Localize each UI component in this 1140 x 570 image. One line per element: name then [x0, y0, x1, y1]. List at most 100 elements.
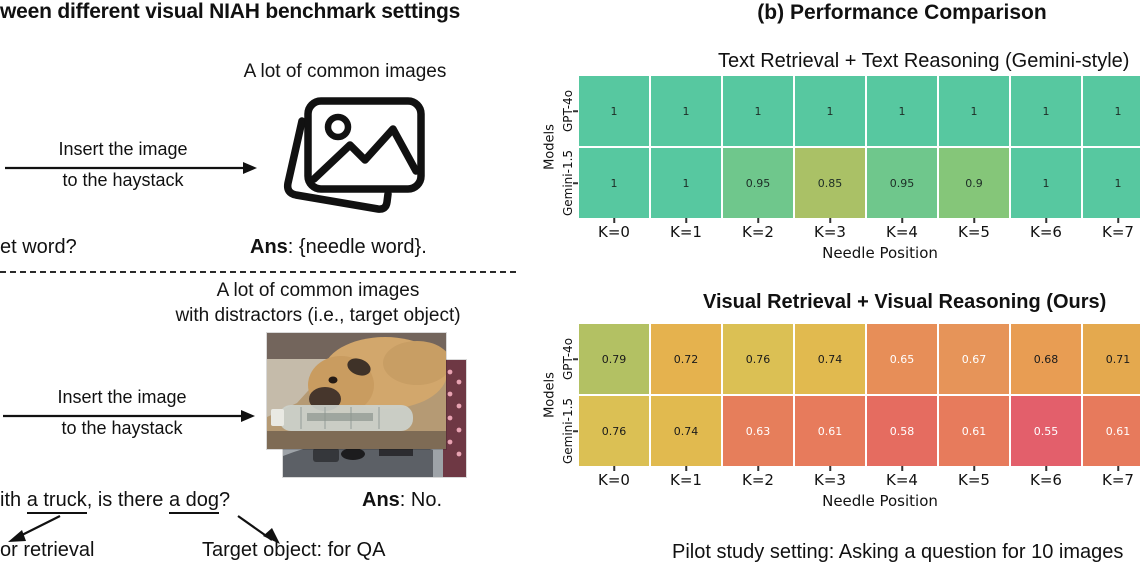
x-tick	[1045, 218, 1047, 223]
heatmap-cell: 1	[1011, 76, 1081, 146]
x-tick	[685, 218, 687, 223]
heatmap2-title: Visual Retrieval + Visual Reasoning (Our…	[703, 291, 1107, 313]
x-tick-label: K=1	[670, 471, 702, 489]
x-tick	[685, 466, 687, 471]
x-tick-label: K=0	[598, 223, 630, 241]
heatmap-cell: 1	[795, 76, 865, 146]
insert-arrow-label-1a: Insert the image	[58, 139, 188, 159]
question-2-part1: ith	[0, 489, 27, 511]
x-tick-label: K=5	[958, 471, 990, 489]
anchor-note: or retrieval	[0, 539, 95, 561]
x-tick-label: K=2	[742, 471, 774, 489]
heatmap-cell: 0.68	[1011, 324, 1081, 394]
heatmap2-tick-marks	[579, 466, 1140, 472]
x-tick-label: K=1	[670, 223, 702, 241]
x-tick	[901, 466, 903, 471]
x-tick	[973, 218, 975, 223]
x-tick	[613, 466, 615, 471]
heatmap-cell: 1	[1011, 148, 1081, 218]
x-tick	[901, 218, 903, 223]
x-tick	[829, 466, 831, 471]
question-fragment-1: et word?	[0, 236, 77, 258]
answer-2-text: : No.	[399, 489, 443, 511]
y-tick	[573, 110, 578, 112]
insert-arrow-icon-2	[3, 410, 255, 422]
heatmap-cell: 1	[1083, 148, 1140, 218]
heatmap2-y-axis-label: Models	[542, 372, 558, 418]
annotation-arrows-icon	[8, 515, 280, 544]
x-tick-label: K=5	[958, 223, 990, 241]
x-tick	[1117, 218, 1119, 223]
target-object-text: a dog	[168, 489, 220, 514]
heatmap-cell: 0.63	[723, 396, 793, 466]
pug-photo	[267, 333, 446, 449]
heatmap1-y-axis-label: Models	[542, 124, 558, 170]
answer-1-text: : {needle word}.	[287, 236, 427, 258]
heatmap-cell: 1	[939, 76, 1009, 146]
heatmap-cell: 1	[867, 76, 937, 146]
answer-1-prefix: Ans	[250, 236, 288, 258]
y-tick	[573, 358, 578, 360]
x-tick-label: K=2	[742, 223, 774, 241]
insert-arrow-icon-1	[5, 162, 257, 174]
heatmap-cell: 0.72	[651, 324, 721, 394]
heatmap-cell: 0.65	[867, 324, 937, 394]
x-tick	[613, 218, 615, 223]
heatmap-cell: 0.67	[939, 324, 1009, 394]
question-2-part3: ?	[219, 489, 231, 511]
left-panel-title: ween different visual NIAH benchmark set…	[0, 0, 461, 23]
x-tick-label: K=3	[814, 223, 846, 241]
x-tick-label: K=4	[886, 471, 918, 489]
heatmap1-tick-marks	[579, 218, 1140, 224]
anchor-object-text: a truck	[26, 489, 87, 514]
y-tick	[573, 430, 578, 432]
answer-2-prefix: Ans	[362, 489, 400, 511]
heatmap-cell: 0.61	[1083, 396, 1140, 466]
x-tick-label: K=7	[1102, 471, 1134, 489]
heatmap-cell: 0.76	[723, 324, 793, 394]
x-tick-label: K=7	[1102, 223, 1134, 241]
common-images-caption-1: A lot of common images	[243, 61, 447, 82]
answer-2: Ans: No.	[362, 489, 442, 512]
heatmap-cell: 0.61	[795, 396, 865, 466]
heatmap-cell: 0.95	[867, 148, 937, 218]
heatmap-cell: 1	[651, 148, 721, 218]
x-tick	[1045, 466, 1047, 471]
heatmap-cell: 1	[651, 76, 721, 146]
x-tick	[757, 466, 759, 471]
heatmap-cell: 0.55	[1011, 396, 1081, 466]
insert-arrow-label-2a: Insert the image	[57, 387, 187, 407]
question-2-part2: , is there	[86, 489, 169, 511]
x-tick	[757, 218, 759, 223]
heatmap-cell: 0.74	[795, 324, 865, 394]
heatmap1-x-axis-label: Needle Position	[822, 244, 938, 262]
heatmap1-x-ticks: K=0 K=1 K=2 K=3 K=4 K=5 K=6 K=7	[579, 223, 1140, 243]
heatmap-cell: 0.74	[651, 396, 721, 466]
x-tick	[829, 218, 831, 223]
insert-arrow-label-1b: to the haystack	[62, 170, 184, 190]
heatmap-cell: 1	[579, 148, 649, 218]
heatmap-cell: 0.85	[795, 148, 865, 218]
photo-stack-icon	[283, 97, 425, 213]
question-2: ith a truck, is there a dog?	[0, 489, 231, 514]
heatmap-cell: 1	[1083, 76, 1140, 146]
x-tick-label: K=4	[886, 223, 918, 241]
performance-title: (b) Performance Comparison	[757, 1, 1047, 24]
heatmap-cell: 0.58	[867, 396, 937, 466]
heatmap-cell: 1	[579, 76, 649, 146]
pilot-study-caption: Pilot study setting: Asking a question f…	[672, 541, 1124, 563]
target-note: Target object: for QA	[202, 539, 386, 561]
x-tick-label: K=6	[1030, 223, 1062, 241]
x-tick-label: K=3	[814, 471, 846, 489]
heatmap-cell: 0.76	[579, 396, 649, 466]
insert-arrow-label-2b: to the haystack	[61, 418, 183, 438]
answer-1: Ans: {needle word}.	[250, 236, 427, 259]
x-tick	[1117, 466, 1119, 471]
x-tick	[973, 466, 975, 471]
common-images-caption-2a: A lot of common images	[216, 280, 420, 301]
common-images-caption-2b: with distractors (i.e., target object)	[175, 305, 461, 326]
